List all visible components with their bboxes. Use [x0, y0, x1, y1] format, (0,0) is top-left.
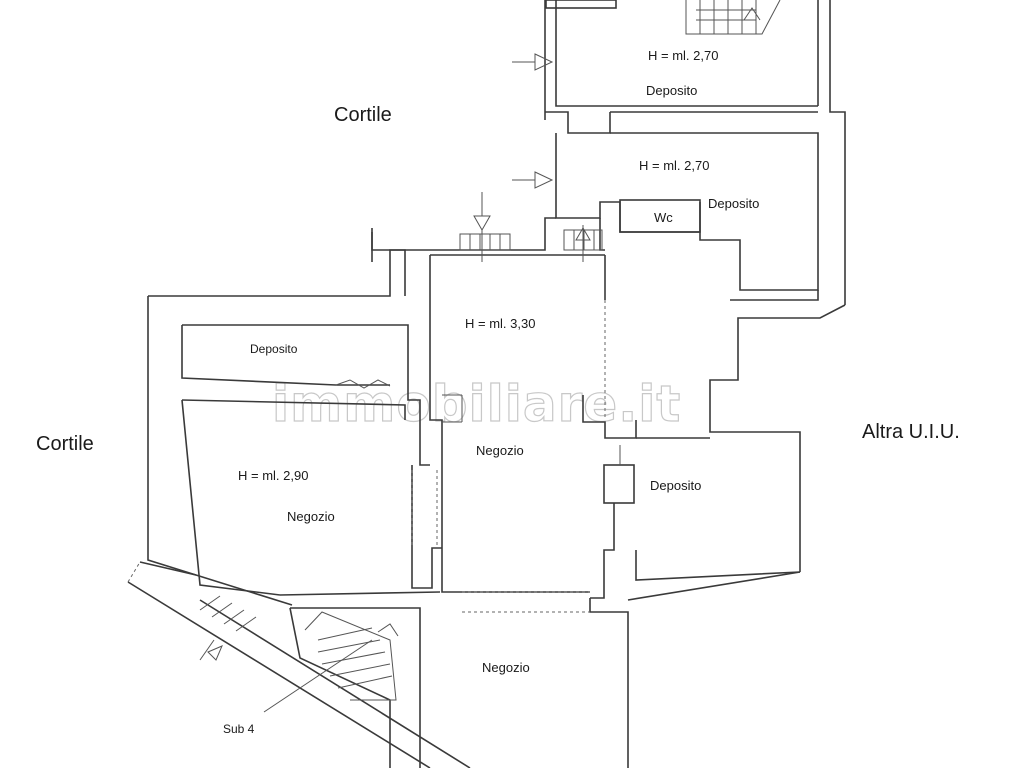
left-wing-walls	[127, 249, 471, 768]
label-height-a: H = ml. 2,70	[648, 48, 718, 63]
label-cortile-top: Cortile	[334, 104, 392, 126]
label-deposito-a: Deposito	[646, 83, 697, 98]
entry-arrows-top	[512, 53, 554, 189]
label-wc: Wc	[654, 210, 673, 225]
stair-lower	[199, 595, 399, 713]
center-block-walls	[371, 217, 801, 768]
center-doors	[459, 192, 603, 262]
stair-top	[685, 0, 781, 35]
label-cortile-left: Cortile	[36, 433, 94, 455]
label-negozio-left: Negozio	[287, 509, 335, 524]
label-deposito-c: Deposito	[250, 342, 298, 356]
label-negozio-bottom: Negozio	[482, 660, 530, 675]
label-altra-uiu: Altra U.I.U.	[862, 421, 960, 443]
label-deposito-b: Deposito	[708, 196, 759, 211]
label-deposito-d: Deposito	[650, 478, 701, 493]
label-height-left: H = ml. 2,90	[238, 468, 308, 483]
label-height-b: H = ml. 2,70	[639, 158, 709, 173]
label-height-center: H = ml. 3,30	[465, 316, 535, 331]
label-negozio-center: Negozio	[476, 443, 524, 458]
label-sub4: Sub 4	[223, 722, 255, 736]
